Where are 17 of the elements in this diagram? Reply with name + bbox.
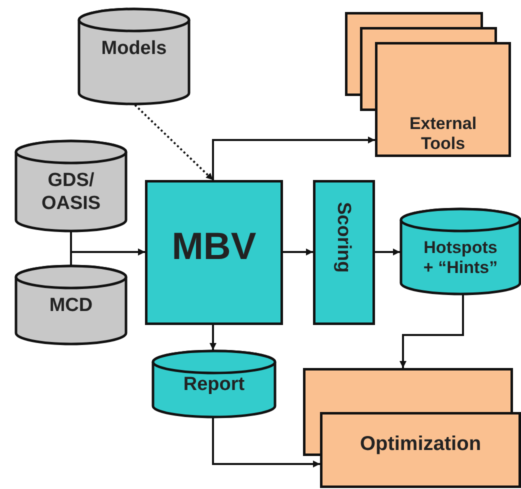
arrow [283,248,313,256]
arrow [210,325,216,350]
node-label: Hotspots + “Hints” [422,238,499,279]
node-label: External Tools [408,114,478,155]
node-label: Optimization [358,432,482,456]
node-label: MBV [170,225,258,270]
node-label: Scoring [332,202,354,273]
arrow [212,418,320,468]
arrow [70,248,145,265]
node-label: MCD [48,295,94,318]
node-label: GDS/ OASIS [40,170,102,216]
node-label: Models [100,38,168,61]
dotted-arrow [134,104,214,181]
arrow [400,295,464,368]
arrow [212,136,375,180]
node-label: Report [182,374,246,397]
arrow [375,248,400,256]
